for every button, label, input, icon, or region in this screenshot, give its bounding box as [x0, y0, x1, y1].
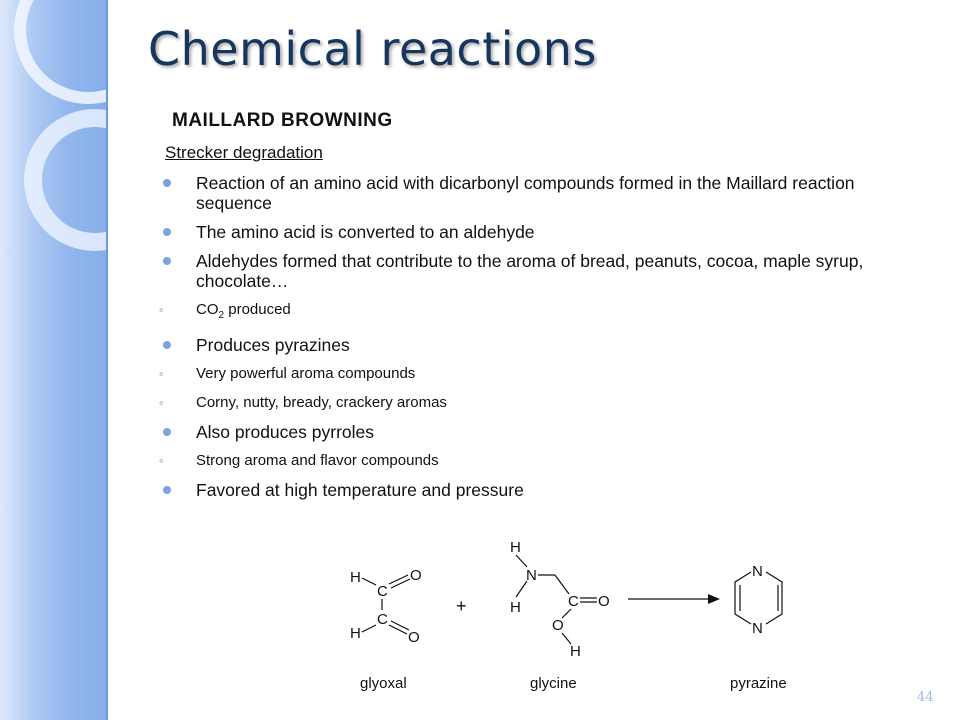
bullet-item: Reaction of an amino acid with dicarbony… [162, 173, 902, 213]
atom: N [752, 620, 763, 637]
sub-heading: Strecker degradation [165, 143, 323, 162]
co2-text: produced [224, 301, 291, 318]
pyrazine-label: pyrazine [730, 675, 787, 692]
sub-bullet-item: Very powerful aroma compounds [159, 364, 902, 384]
decorative-circles [14, 0, 106, 251]
sidebar-divider [106, 0, 108, 720]
bullet-list: Reaction of an amino acid with dicarbony… [159, 173, 902, 509]
glyoxal-label: glyoxal [360, 675, 407, 692]
bond [561, 608, 572, 619]
reaction-diagram: H C O C H O glyoxal + H N H C O O H glyc… [350, 539, 787, 692]
bullet-item: Favored at high temperature and pressure [162, 480, 902, 500]
atom: O [552, 617, 564, 634]
bond [388, 574, 409, 585]
atom: O [598, 593, 610, 610]
sub-bullet-item: Corny, nutty, bready, crackery aromas [159, 393, 902, 413]
atom: N [752, 563, 763, 580]
bullet-item: Aldehydes formed that contribute to the … [162, 251, 902, 291]
glycine-label: glycine [530, 675, 577, 692]
plus-sign: + [456, 596, 467, 616]
bond [515, 580, 528, 598]
bond [390, 620, 410, 631]
atom: H [570, 643, 581, 660]
atom: C [568, 593, 579, 610]
bond [361, 624, 377, 633]
sub-bullet-item: Strong aroma and flavor compounds [159, 451, 902, 471]
sub-bullet-item: CO2 produced [159, 300, 902, 326]
atom: H [510, 539, 521, 556]
pyrazine-structure: N N pyrazine [730, 563, 787, 692]
atom: H [510, 599, 521, 616]
bullet-item: Also produces pyrroles [162, 422, 902, 442]
slide-title: Chemical reactions [148, 22, 597, 76]
bond [390, 578, 411, 589]
bullet-item: Produces pyrazines [162, 335, 902, 355]
decorative-sidebar [0, 0, 106, 720]
bullet-item: The amino acid is converted to an aldehy… [162, 222, 902, 242]
reaction-arrow-head [708, 594, 720, 604]
bond [515, 554, 528, 568]
atom: O [408, 629, 420, 646]
atom: O [410, 567, 422, 584]
bond [361, 577, 377, 586]
page-number: 44 [917, 690, 934, 705]
section-heading: MAILLARD BROWNING [172, 110, 393, 131]
atom: C [377, 611, 388, 628]
bond [388, 624, 408, 635]
atom: H [350, 569, 361, 586]
ring-bonds [765, 571, 783, 625]
ring-bonds [734, 571, 752, 625]
glyoxal-structure: H C O C H O glyoxal [350, 567, 422, 692]
glycine-structure: H N H C O O H glycine [510, 539, 610, 692]
atom: N [526, 567, 537, 584]
co2-formula: CO [196, 301, 219, 318]
bond [561, 632, 572, 645]
atom: H [350, 625, 361, 642]
atom: C [377, 583, 388, 600]
co2-subscript: 2 [218, 310, 225, 321]
bond [554, 574, 570, 595]
